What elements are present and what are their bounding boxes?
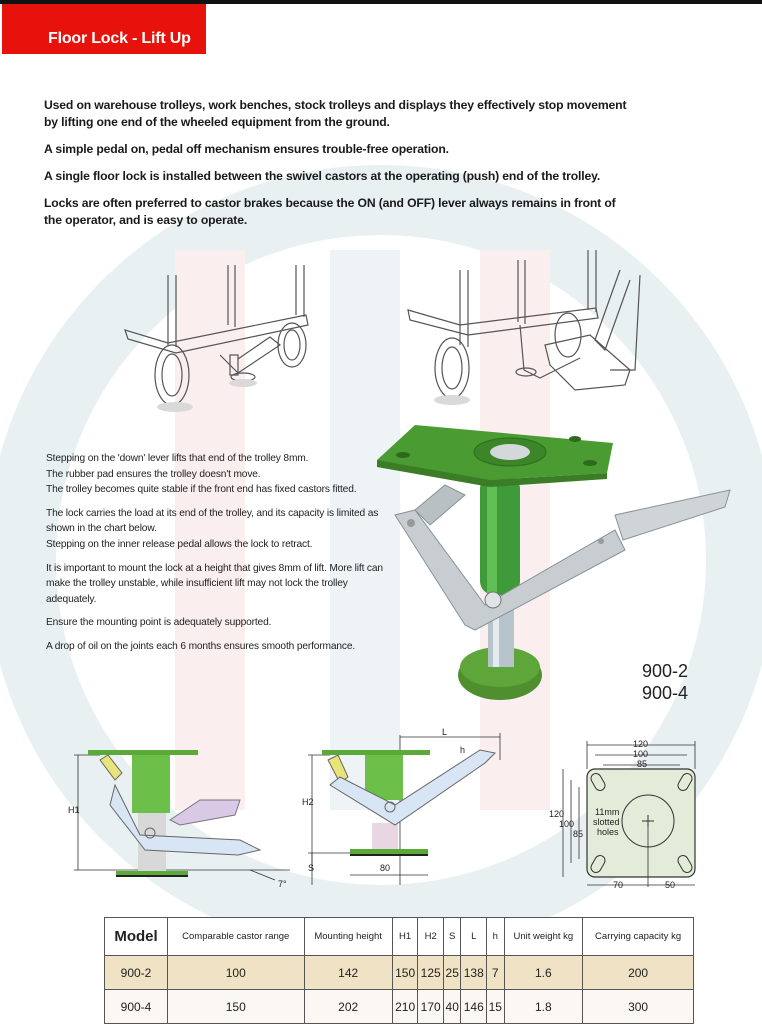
- page-title: Floor Lock - Lift Up: [48, 30, 191, 47]
- spec-table: Model Comparable castor range Mounting h…: [104, 917, 694, 1024]
- dim-label-h1: H1: [68, 805, 80, 815]
- col-header-h: h: [486, 917, 505, 956]
- table-header-row: Model Comparable castor range Mounting h…: [104, 917, 694, 956]
- cell: 125: [417, 955, 444, 990]
- dim-label-h: h: [460, 745, 465, 755]
- cell: 146: [460, 989, 488, 1024]
- cell: 300: [582, 989, 694, 1024]
- col-header-h1: H1: [391, 917, 419, 956]
- model-label: 900-4: [642, 683, 689, 703]
- col-header-h2: H2: [417, 917, 444, 956]
- col-header-model: Model: [104, 917, 168, 956]
- side-diagram-lowered: H1 7°: [68, 750, 290, 889]
- cell: 1.6: [503, 955, 584, 990]
- dim-label-s: S: [308, 863, 314, 873]
- model-label: 900-2: [642, 661, 689, 681]
- note-paragraph: Stepping on the 'down' lever lifts that …: [46, 453, 357, 496]
- cell: 138: [460, 955, 488, 990]
- note-paragraph: A drop of oil on the joints each 6 month…: [46, 640, 356, 652]
- dim-label-angle: 7°: [278, 879, 287, 889]
- intro-paragraph: Used on warehouse trolleys, work benches…: [44, 98, 627, 129]
- col-header-unit-weight: Unit weight kg: [503, 917, 584, 956]
- intro-paragraph: Locks are often preferred to castor brak…: [44, 196, 616, 227]
- col-header-carrying-capacity: Carrying capacity kg: [582, 917, 694, 956]
- cell: 900-2: [104, 955, 168, 990]
- cell: 202: [303, 989, 393, 1024]
- cell: 210: [391, 989, 419, 1024]
- cell: 7: [486, 955, 505, 990]
- cell: 25: [442, 955, 462, 990]
- plate-dim-left-85: 85: [573, 829, 583, 839]
- note-paragraph: Ensure the mounting point is adequately …: [46, 617, 272, 629]
- table-row: 900-4 150 202 210 170 40 146 15 1.8 300: [104, 989, 694, 1024]
- col-header-mounting-height: Mounting height: [303, 917, 393, 956]
- plate-dim-top-85: 85: [637, 759, 647, 769]
- hole-note: holes: [597, 827, 619, 837]
- cell: 170: [417, 989, 444, 1024]
- hole-note: slotted: [593, 817, 620, 827]
- cell: 40: [442, 989, 462, 1024]
- plate-dim-left-120: 120: [549, 809, 564, 819]
- note-paragraph: It is important to mount the lock at a h…: [46, 562, 383, 605]
- cell: 200: [582, 955, 694, 990]
- cell: 100: [167, 955, 305, 990]
- trolley-illustration-foot-pedal: [407, 250, 641, 405]
- mounting-plate-diagram: 120 100 85 120 100 85 70 50 11mm slotted…: [549, 739, 696, 890]
- dim-label-h2: H2: [302, 797, 314, 807]
- col-header-castor-range: Comparable castor range: [167, 917, 305, 956]
- col-header-s: S: [442, 917, 462, 956]
- usage-notes: Stepping on the 'down' lever lifts that …: [46, 451, 396, 663]
- model-labels: 900-2 900-4: [642, 660, 688, 704]
- plate-dim-bottom-50: 50: [665, 880, 675, 890]
- intro-text: Used on warehouse trolleys, work benches…: [44, 97, 634, 239]
- note-paragraph: The lock carries the load at its end of …: [46, 507, 379, 550]
- intro-paragraph: A simple pedal on, pedal off mechanism e…: [44, 142, 449, 156]
- col-header-l: L: [460, 917, 488, 956]
- cell: 150: [391, 955, 419, 990]
- plate-dim-top-120: 120: [633, 739, 648, 749]
- dim-label-width: 80: [380, 863, 390, 873]
- cell: 1.8: [503, 989, 584, 1024]
- trolley-illustration-raised: [124, 265, 309, 412]
- title-band: [2, 4, 206, 54]
- cell: 150: [167, 989, 305, 1024]
- plate-dim-bottom-70: 70: [613, 880, 623, 890]
- cell: 900-4: [104, 989, 168, 1024]
- side-diagram-raised: H2 S L h 80: [302, 727, 501, 885]
- cell: 15: [486, 989, 505, 1024]
- table-row: 900-2 100 142 150 125 25 138 7 1.6 200: [104, 955, 694, 990]
- plate-dim-left-100: 100: [559, 819, 574, 829]
- hole-note: 11mm: [595, 807, 619, 817]
- top-rule: [0, 0, 762, 4]
- cell: 142: [303, 955, 393, 990]
- floor-lock-product-image: [377, 425, 731, 700]
- plate-dim-top-100: 100: [633, 749, 648, 759]
- intro-paragraph: A single floor lock is installed between…: [44, 169, 601, 183]
- dim-label-l: L: [442, 727, 447, 737]
